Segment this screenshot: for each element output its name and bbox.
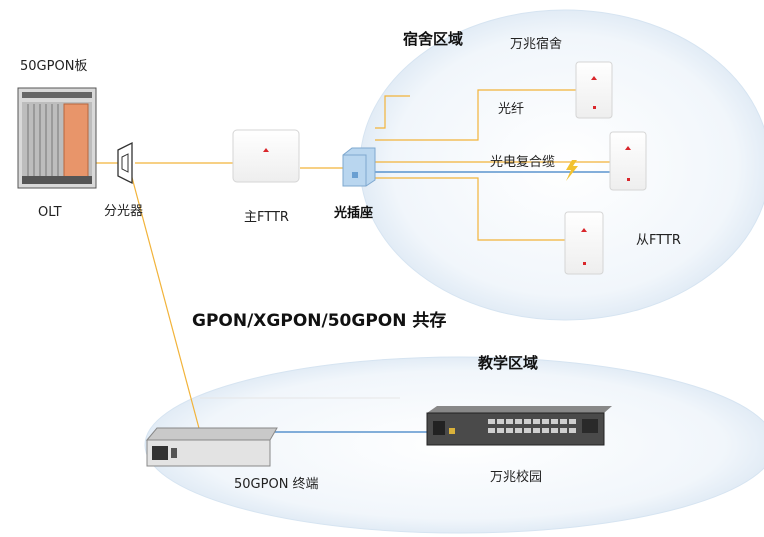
sub-fttr-device (564, 211, 604, 275)
main-fttr-device (232, 129, 300, 183)
optical-socket-label: 光插座 (334, 206, 374, 221)
coexist-title: GPON/XGPON/50GPON 共存 (192, 311, 447, 331)
dorm-zone-title: 宿舍区域 (403, 30, 464, 48)
teaching-zone-title: 教学区域 (478, 354, 539, 372)
splitter-label: 分光器 (104, 204, 144, 219)
photoelectric-cable-label: 光电复合缆 (490, 155, 556, 170)
gigabit-campus-label: 万兆校园 (490, 470, 543, 485)
olt-board-label: 50GPON板 (20, 59, 88, 74)
main-fttr-label: 主FTTR (244, 210, 289, 225)
sub-fttr-label: 从FTTR (636, 233, 681, 248)
gpon-terminal-label: 50GPON 终端 (234, 477, 319, 492)
lightning-icon (566, 160, 578, 181)
gigabit-dorm-label: 万兆宿舍 (510, 37, 563, 52)
gpon-terminal-device (145, 427, 278, 467)
fiber-label: 光纤 (498, 102, 525, 117)
sub-fttr-device (575, 61, 613, 119)
olt-label: OLT (38, 205, 62, 220)
dorm-zone-ellipse (359, 9, 764, 321)
optical-socket-device (342, 147, 376, 187)
splitter-icon (117, 141, 133, 185)
olt-chassis (17, 87, 97, 189)
campus-switch-device (426, 406, 612, 446)
sub-fttr-device (609, 131, 647, 191)
